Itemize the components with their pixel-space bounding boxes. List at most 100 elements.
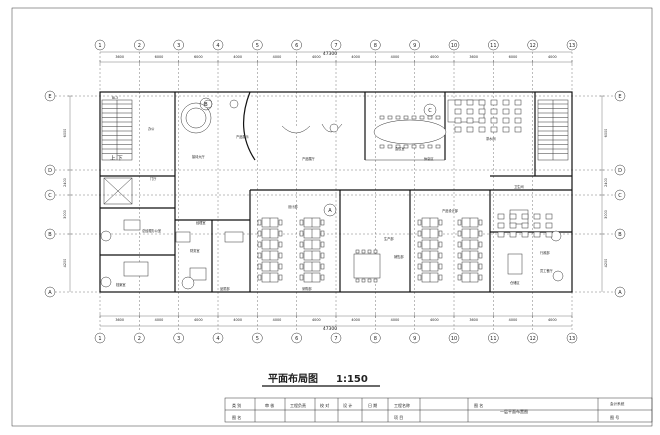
grid-bubble-5: 5 — [252, 39, 263, 51]
grid-bubble-A: A — [44, 286, 56, 298]
grid-bubble-D: D — [44, 164, 56, 176]
label-exhibit: 产品展厅 — [302, 156, 316, 161]
dim-value: 4000 — [430, 318, 439, 322]
label-hall: 门厅 — [150, 176, 157, 181]
dim-value: 4000 — [273, 55, 282, 59]
chair-grid — [355, 99, 553, 283]
svg-text:10: 10 — [451, 43, 457, 49]
dim-value: 4000 — [391, 55, 400, 59]
dim-value: 4000 — [233, 55, 242, 59]
dim-value: 4000 — [155, 318, 164, 322]
svg-text:7: 7 — [334, 336, 337, 342]
label-admin: 行政部 — [540, 250, 550, 255]
label-updown: 上 下 — [110, 154, 123, 162]
label-hall2: 休息区 — [424, 156, 434, 161]
label-rest: 卫生间 — [514, 184, 524, 189]
dim-value: 3000 — [63, 210, 67, 219]
svg-text:8: 8 — [374, 43, 377, 49]
sheet-frame — [11, 7, 653, 427]
svg-text:6: 6 — [295, 43, 298, 49]
grid-bubble-A: A — [614, 286, 626, 298]
svg-text:C: C — [48, 193, 52, 199]
svg-text:5: 5 — [256, 336, 259, 342]
label-quality: 品质部 — [220, 286, 230, 291]
label-office: 办公 — [148, 126, 155, 131]
grid-bubble-8: 8 — [370, 39, 381, 51]
svg-text:4: 4 — [216, 43, 219, 49]
svg-text:图 名: 图 名 — [232, 414, 241, 420]
grid-bubble-3: 3 — [173, 39, 184, 51]
label-sales: 销售部 — [394, 254, 404, 259]
grid-bubble-12: 12 — [527, 332, 538, 344]
label-pantry: 员工餐厅 — [540, 268, 554, 273]
dim-value: 6000 — [155, 55, 164, 59]
svg-text:13: 13 — [569, 43, 575, 49]
dim-value: 3600 — [115, 318, 124, 322]
grid-bubble-3: 3 — [173, 332, 184, 344]
label-product: 产品展示 — [236, 134, 249, 139]
grid-bubble-7: 7 — [330, 39, 342, 51]
grid-bubble-B: B — [614, 228, 626, 240]
workstations — [257, 217, 483, 283]
svg-text:图 号: 图 号 — [610, 414, 619, 420]
svg-text:日 期: 日 期 — [368, 402, 377, 408]
grid-bubble-B: B — [44, 228, 56, 240]
grid-bubble-6: 6 — [291, 39, 302, 51]
label-gm-office: 总经理办公室 — [142, 228, 161, 233]
dim-value: 4000 — [312, 55, 321, 59]
grid-bubble-5: 5 — [252, 332, 263, 344]
label-archive: 档案室 — [116, 282, 126, 287]
dim-value: 4000 — [351, 318, 360, 322]
label-meeting: 会议室 — [395, 146, 405, 151]
dimension-lines: 3600 6000 6000 4000 4000 4000 4000 4000 4000 3600… — [63, 51, 608, 327]
label-finance: 财务室 — [190, 248, 200, 253]
grid-bubble-2: 2 — [134, 39, 145, 51]
grid-bubble-8: 8 — [370, 332, 381, 344]
svg-text:A: A — [618, 290, 622, 296]
svg-text:类 别: 类 别 — [232, 402, 241, 408]
svg-text:8: 8 — [374, 336, 377, 342]
drawing-title: 平面布局图 — [268, 372, 318, 385]
grid-bubble-13: 13 — [566, 39, 578, 51]
grid-bubble-4: 4 — [212, 39, 224, 51]
svg-text:E: E — [618, 94, 621, 100]
label-purchase: 采购部 — [302, 286, 312, 291]
grid-bubble-E: E — [44, 90, 56, 102]
grid-bubble-12: 12 — [527, 39, 538, 51]
svg-text:A: A — [328, 208, 332, 214]
dim-value: 6000 — [194, 55, 203, 59]
svg-text:审 核: 审 核 — [265, 402, 274, 408]
room-labels: 办公 接待大厅 产品展示 产品展厅 会议室 总经理办公室 财务室 设计部 产品设… — [110, 96, 554, 291]
dim-value: 4000 — [312, 318, 321, 322]
grid-bubble-4: 4 — [212, 332, 224, 344]
dim-value: 3600 — [469, 318, 478, 322]
dim-value: 4000 — [548, 318, 557, 322]
label-lounge: 接待大厅 — [192, 154, 206, 159]
grid-bubble-13: 13 — [566, 332, 578, 344]
dim-value: 4200 — [63, 259, 67, 268]
svg-text:4: 4 — [216, 336, 219, 342]
grid-bubble-7: 7 — [330, 332, 342, 344]
section-mark-c: C — [423, 103, 437, 117]
grid-bubble-11: 11 — [488, 332, 499, 344]
svg-text:E: E — [48, 94, 51, 100]
svg-text:13: 13 — [569, 336, 575, 342]
svg-text:B: B — [48, 232, 52, 238]
svg-text:图 名: 图 名 — [474, 402, 483, 408]
dim-value: 4000 — [273, 318, 282, 322]
grid-bubble-6: 6 — [291, 332, 302, 344]
dim-value: 3000 — [604, 210, 608, 219]
dim-value: 4000 — [548, 55, 557, 59]
svg-text:C: C — [428, 108, 432, 114]
stairs-left — [101, 99, 133, 205]
svg-text:7: 7 — [334, 43, 337, 49]
svg-text:设 计: 设 计 — [343, 402, 352, 408]
dim-value: 4000 — [351, 55, 360, 59]
grid-bubble-9: 9 — [409, 332, 420, 344]
dim-value: 4000 — [509, 318, 518, 322]
overall-dim-top: 47300 — [323, 51, 337, 57]
grid-bubble-E: E — [614, 90, 626, 102]
label-stair-tag: BL3 — [112, 96, 118, 100]
